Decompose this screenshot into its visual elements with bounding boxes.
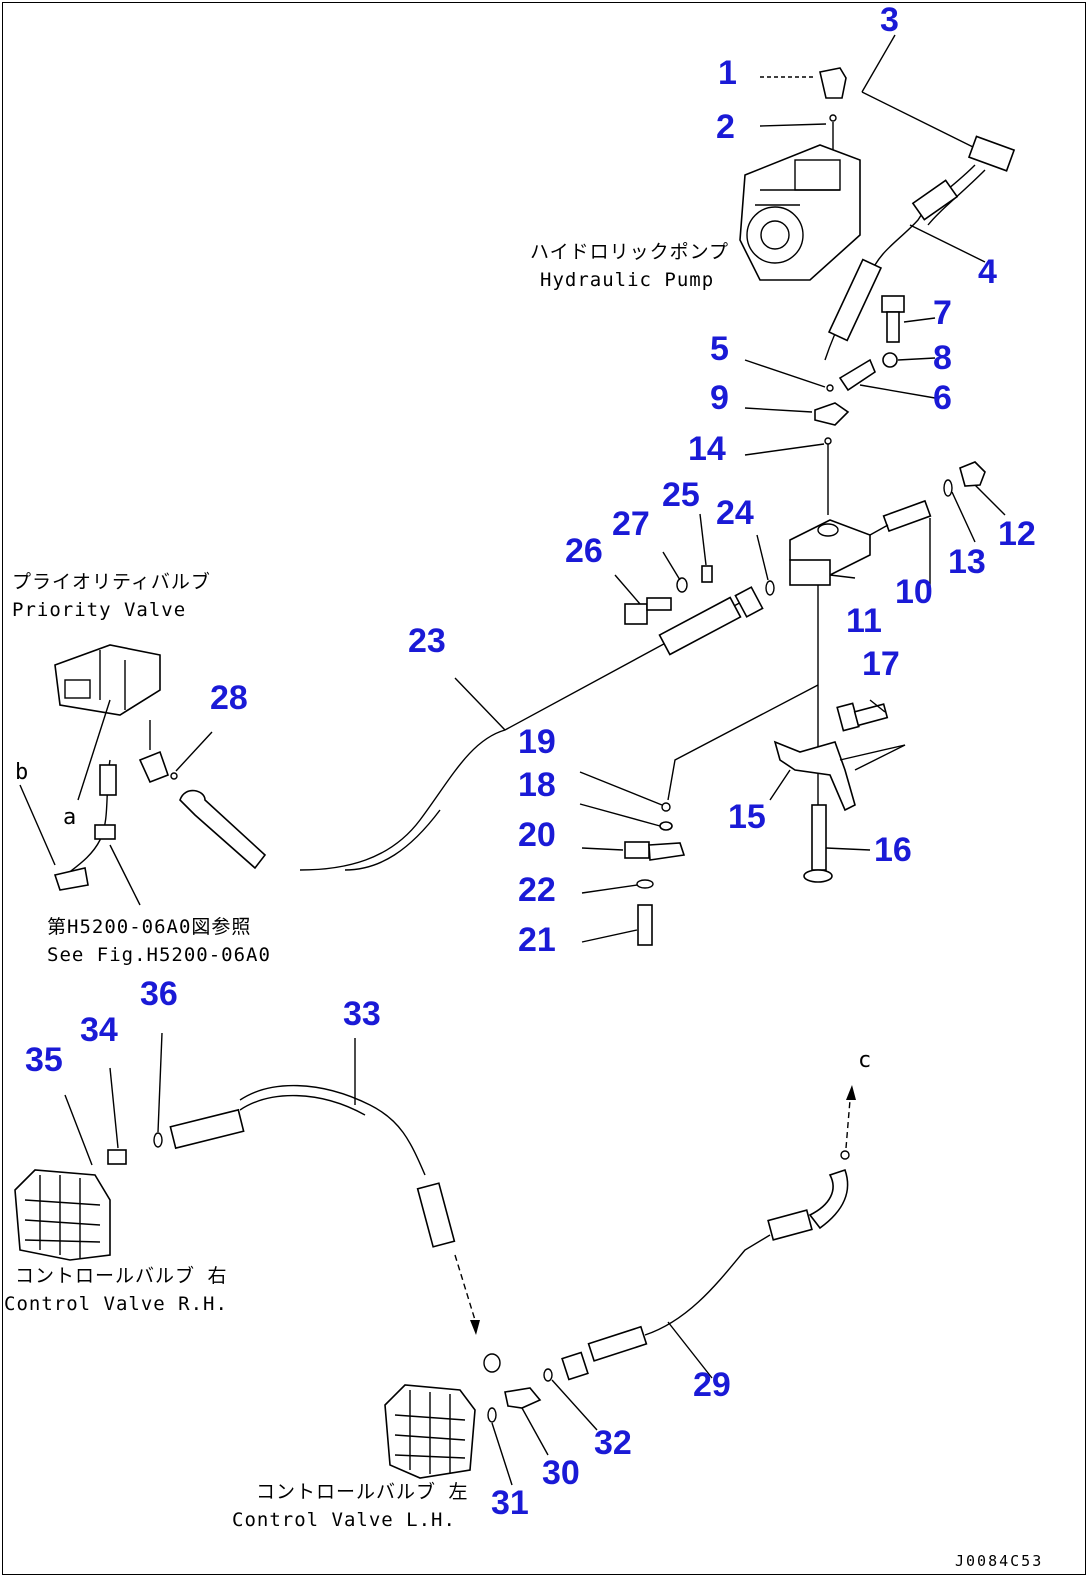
- callout-33: 33: [343, 995, 381, 1033]
- callout-14: 14: [688, 430, 726, 468]
- callout-32: 32: [594, 1424, 632, 1462]
- callout-19: 19: [518, 723, 556, 761]
- callout-35: 35: [25, 1041, 63, 1079]
- callout-1: 1: [718, 54, 737, 92]
- label-see-fig-jp: 第H5200-06A0図参照: [47, 916, 252, 938]
- callout-23: 23: [408, 622, 446, 660]
- callout-17: 17: [862, 645, 900, 683]
- callout-6: 6: [933, 379, 952, 417]
- control-valve-lh: [384, 1384, 476, 1479]
- callout-25: 25: [662, 476, 700, 514]
- callout-4: 4: [978, 253, 997, 291]
- callout-27: 27: [612, 505, 650, 543]
- callout-2: 2: [716, 108, 735, 146]
- label-hydraulic-pump-en: Hydraulic Pump: [540, 269, 715, 291]
- label-see-fig-en: See Fig.H5200-06A0: [47, 944, 271, 966]
- callout-13: 13: [948, 543, 986, 581]
- label-priority-valve-jp: プライオリティバルブ: [12, 571, 211, 593]
- o-ring: [829, 114, 837, 122]
- callout-9: 9: [710, 379, 729, 417]
- callout-15: 15: [728, 798, 766, 836]
- callout-8: 8: [933, 339, 952, 377]
- label-control-valve-lh-en: Control Valve L.H.: [232, 1509, 456, 1531]
- label-control-valve-rh-jp: コントロールバルブ 右: [15, 1265, 228, 1287]
- callout-18: 18: [518, 766, 556, 804]
- callout-7: 7: [933, 294, 952, 332]
- callout-34: 34: [80, 1011, 118, 1049]
- control-valve-rh: [14, 1169, 111, 1261]
- marker-c: c: [858, 1048, 873, 1073]
- marker-b: b: [15, 760, 30, 785]
- callout-24: 24: [716, 494, 754, 532]
- callout-21: 21: [518, 921, 556, 959]
- callout-29: 29: [693, 1366, 731, 1404]
- priority-valve: [54, 644, 161, 716]
- callout-3: 3: [880, 1, 899, 39]
- hydraulic-pump: [739, 144, 861, 281]
- drawing-code: J0084C53: [955, 1552, 1044, 1570]
- callout-26: 26: [565, 532, 603, 570]
- label-priority-valve-en: Priority Valve: [12, 599, 187, 621]
- callout-28: 28: [210, 679, 248, 717]
- callout-30: 30: [542, 1454, 580, 1492]
- callout-10: 10: [895, 573, 933, 611]
- callout-20: 20: [518, 816, 556, 854]
- callout-22: 22: [518, 871, 556, 909]
- callout-36: 36: [140, 975, 178, 1013]
- callout-31: 31: [491, 1484, 529, 1522]
- elbow-fitting: [819, 67, 847, 99]
- valve-block: [789, 519, 871, 586]
- callout-5: 5: [710, 330, 729, 368]
- callout-11: 11: [846, 602, 882, 640]
- label-hydraulic-pump-jp: ハイドロリックポンプ: [530, 241, 730, 263]
- label-control-valve-rh-en: Control Valve R.H.: [4, 1293, 228, 1315]
- marker-a: a: [63, 805, 78, 830]
- callout-12: 12: [998, 515, 1036, 553]
- callout-16: 16: [874, 831, 912, 869]
- label-control-valve-lh-jp: コントロールバルブ 左: [256, 1481, 469, 1503]
